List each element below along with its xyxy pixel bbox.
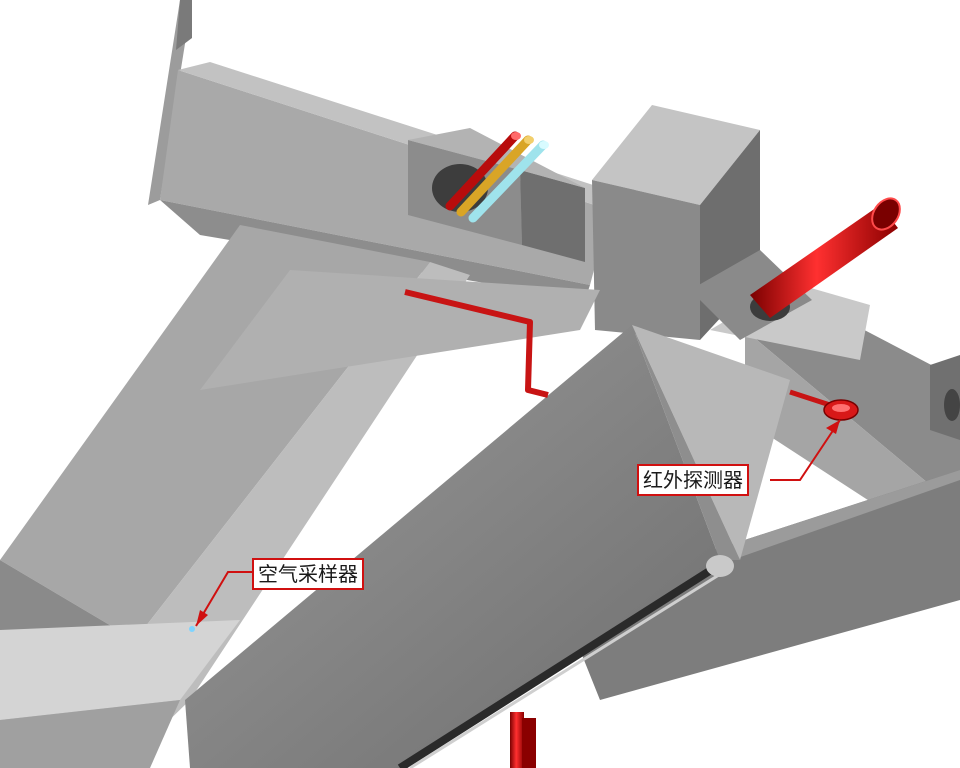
red-bracket-pipe	[404, 289, 549, 398]
inspection-tray-main	[185, 325, 790, 768]
air-sampler-device	[189, 626, 195, 632]
red-pipe-lower	[510, 712, 536, 768]
cable-bundle	[445, 131, 549, 223]
floor-plate	[0, 620, 240, 768]
callout-lines	[195, 419, 841, 627]
air-sampler-label: 空气采样器	[252, 558, 364, 590]
red-pipe-upper	[750, 197, 901, 318]
infrared-detector-label: 红外探测器	[637, 464, 749, 496]
mounting-plate	[148, 0, 192, 205]
infrared-detector-device	[789, 389, 859, 421]
